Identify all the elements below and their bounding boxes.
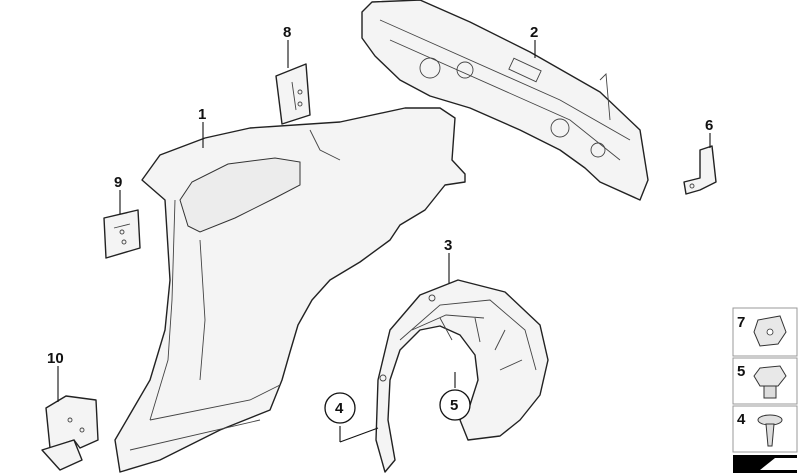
callout-1: 1 xyxy=(198,106,206,123)
leader-lines xyxy=(57,40,711,443)
callout-10: 10 xyxy=(47,350,64,367)
side-panel-part xyxy=(114,107,466,473)
small-parts-legend: 7 5 4 xyxy=(732,307,798,473)
callout-9: 9 xyxy=(114,174,122,191)
screw-icon xyxy=(757,414,783,447)
callout-3: 3 xyxy=(444,237,452,254)
legend-box-4 xyxy=(732,405,798,453)
legend-label-7: 7 xyxy=(737,314,745,331)
callout-2: 2 xyxy=(530,24,538,41)
expanding-nut-icon xyxy=(753,365,787,399)
rear-panel-part xyxy=(361,0,649,201)
callout-labels: 1 2 3 6 8 9 10 xyxy=(47,24,713,367)
circled-callout-5: 5 xyxy=(439,389,471,421)
legend-label-5: 5 xyxy=(737,363,745,380)
callout-4: 4 xyxy=(335,400,344,417)
clip-nut-icon xyxy=(753,315,787,347)
bracket-part-8 xyxy=(275,63,311,125)
callout-6: 6 xyxy=(705,117,713,134)
callout-8: 8 xyxy=(283,24,291,41)
bracket-part-9 xyxy=(103,209,141,259)
bracket-part-10 xyxy=(41,395,99,471)
callout-5: 5 xyxy=(450,397,458,414)
wheel-arch-liner-part xyxy=(375,279,549,473)
legend-footer-wedge xyxy=(760,458,797,470)
legend-label-4: 4 xyxy=(737,411,746,428)
circled-callout-4: 4 xyxy=(324,392,356,424)
bracket-part-6 xyxy=(683,145,717,195)
